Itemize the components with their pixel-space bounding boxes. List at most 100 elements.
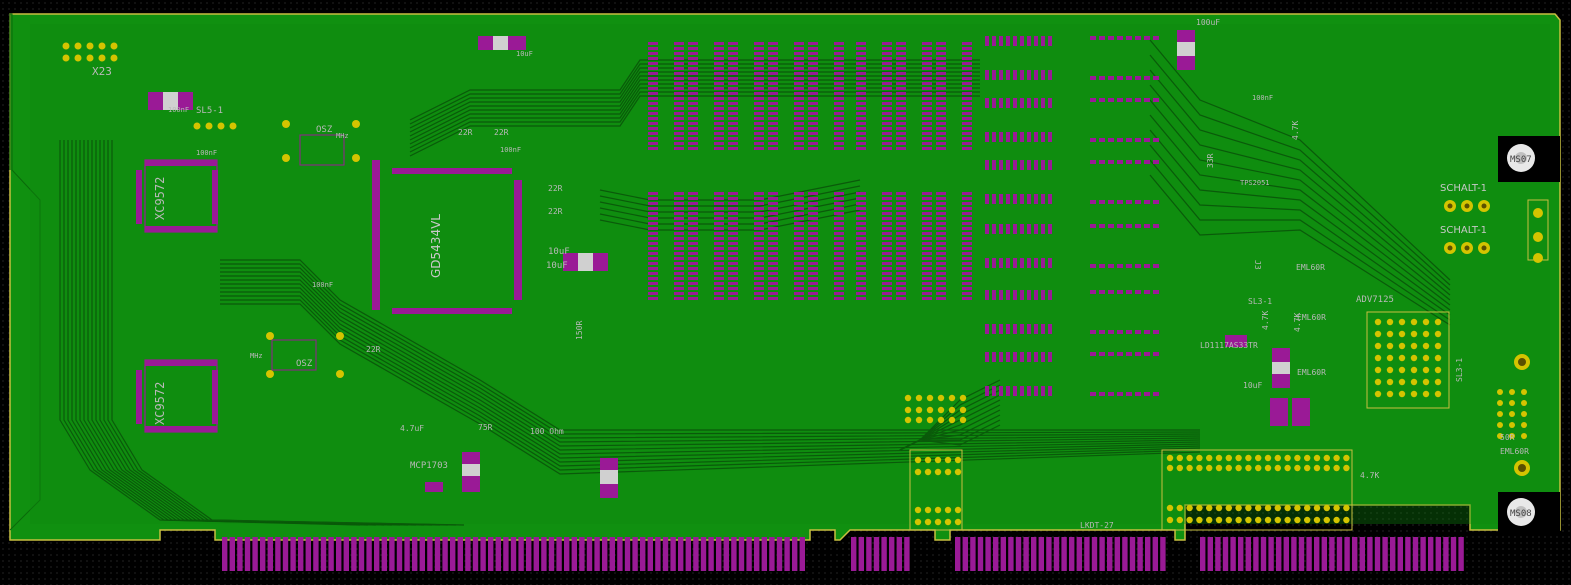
dram-pin bbox=[754, 277, 764, 280]
edge-finger bbox=[962, 537, 968, 571]
track-layer bbox=[59, 39, 1451, 526]
regulator-ld1117[interactable] bbox=[1225, 335, 1247, 347]
dram-pin bbox=[794, 137, 804, 140]
buffer-pin bbox=[1153, 392, 1159, 396]
dram-pin bbox=[648, 47, 658, 50]
dram-pin bbox=[674, 192, 684, 195]
mounting-hole-ms08[interactable] bbox=[1498, 492, 1560, 532]
dram-pin bbox=[714, 47, 724, 50]
dram-pin bbox=[754, 292, 764, 295]
buffer-chip-array[interactable] bbox=[985, 36, 1159, 396]
buffer-pin bbox=[1027, 132, 1031, 142]
adv-pin bbox=[1422, 390, 1430, 398]
buffer-pin bbox=[1034, 160, 1038, 170]
vga-pins bbox=[1497, 389, 1527, 439]
dram-pin bbox=[714, 247, 724, 250]
buffer-pin bbox=[1117, 160, 1123, 164]
header-jumper-small[interactable] bbox=[909, 449, 963, 531]
edge-finger bbox=[571, 537, 577, 571]
mounting-hole-ms07[interactable] bbox=[1498, 136, 1560, 182]
jumper-pin bbox=[1284, 504, 1291, 512]
dram-pin bbox=[754, 222, 764, 225]
buffer-pin bbox=[1020, 352, 1024, 362]
buffer-pin bbox=[1013, 160, 1017, 170]
dram-pin bbox=[856, 62, 866, 65]
dram-pin bbox=[856, 102, 866, 105]
dram-pin bbox=[648, 127, 658, 130]
regulator-mcp1703[interactable] bbox=[425, 482, 443, 492]
switch-schalt-1b[interactable] bbox=[1444, 242, 1490, 254]
dram-pin bbox=[936, 147, 946, 150]
edge-finger bbox=[1023, 537, 1029, 571]
dram-pin bbox=[808, 87, 818, 90]
dram-pin bbox=[728, 282, 738, 285]
label-eml60r-d: EML60R bbox=[1500, 447, 1529, 456]
dram-pin bbox=[896, 142, 906, 145]
dram-pin bbox=[882, 62, 892, 65]
dram-pin bbox=[896, 242, 906, 245]
dram-pin bbox=[754, 42, 764, 45]
dram-pin bbox=[728, 132, 738, 135]
oscillator-top[interactable] bbox=[282, 120, 360, 166]
vga-connector-region[interactable] bbox=[1514, 199, 1549, 476]
dram-pin bbox=[936, 217, 946, 220]
jumper-pin bbox=[924, 456, 932, 464]
dram-pin bbox=[768, 202, 778, 205]
adv-pin bbox=[1374, 390, 1382, 398]
buffer-pin bbox=[1099, 392, 1105, 396]
dram-pin bbox=[714, 102, 724, 105]
dram-pin bbox=[808, 122, 818, 125]
header-sl5[interactable] bbox=[193, 122, 237, 130]
label-c100nf-a: 100nF bbox=[168, 106, 189, 114]
ic-gd5434vl[interactable] bbox=[372, 160, 522, 314]
dram-pin bbox=[754, 262, 764, 265]
dram-pin bbox=[768, 97, 778, 100]
buffer-pin bbox=[992, 352, 996, 362]
ic-xc9572-lower[interactable] bbox=[136, 359, 218, 433]
label-c10uf-c: 10uF bbox=[546, 261, 568, 271]
edge-finger bbox=[1428, 537, 1434, 571]
edge-finger bbox=[1374, 537, 1381, 571]
buffer-pin bbox=[1013, 290, 1017, 300]
label-osc-b: OSZ bbox=[296, 359, 313, 369]
jumper-pin bbox=[1284, 516, 1291, 524]
dram-pin bbox=[754, 102, 764, 105]
ic-adv7125[interactable] bbox=[1366, 311, 1450, 409]
edge-finger bbox=[366, 537, 372, 571]
edge-finger bbox=[1238, 537, 1244, 571]
edge-finger bbox=[1268, 537, 1274, 571]
edge-finger bbox=[1276, 537, 1282, 571]
dram-pin bbox=[688, 212, 698, 215]
dram-pin bbox=[962, 257, 972, 260]
jumper-pins-middle[interactable] bbox=[904, 394, 967, 424]
dram-pin bbox=[896, 192, 906, 195]
header-x23[interactable] bbox=[62, 42, 118, 62]
track bbox=[409, 87, 980, 149]
edge-finger bbox=[1397, 537, 1403, 571]
header-jumper-large[interactable] bbox=[1161, 449, 1353, 531]
dram-pin bbox=[768, 277, 778, 280]
oscillator-bottom[interactable] bbox=[266, 332, 344, 378]
dram-pin bbox=[882, 212, 892, 215]
dram-pin bbox=[768, 137, 778, 140]
edge-finger bbox=[647, 537, 653, 571]
edge-finger bbox=[1245, 537, 1251, 571]
dram-pin bbox=[834, 77, 844, 80]
adv-pin bbox=[1398, 318, 1406, 326]
board-outline[interactable] bbox=[9, 13, 1561, 541]
dram-pin bbox=[728, 127, 738, 130]
dram-pin bbox=[648, 277, 658, 280]
ic-xc9572-upper[interactable] bbox=[136, 159, 218, 233]
dram-pin bbox=[754, 77, 764, 80]
cap-electrolytic-9[interactable] bbox=[1270, 398, 1288, 426]
dram-pin bbox=[754, 252, 764, 255]
edge-connector[interactable] bbox=[222, 537, 1464, 571]
edge-finger bbox=[594, 537, 600, 571]
cap-electrolytic-8[interactable] bbox=[1292, 398, 1310, 426]
dram-pin bbox=[674, 232, 684, 235]
switch-schalt-1a[interactable] bbox=[1444, 200, 1490, 212]
dram-pin bbox=[688, 62, 698, 65]
dram-chip-array[interactable] bbox=[648, 42, 972, 300]
dram-pin bbox=[962, 207, 972, 210]
label-c10uf-a: 10uF bbox=[516, 50, 533, 58]
